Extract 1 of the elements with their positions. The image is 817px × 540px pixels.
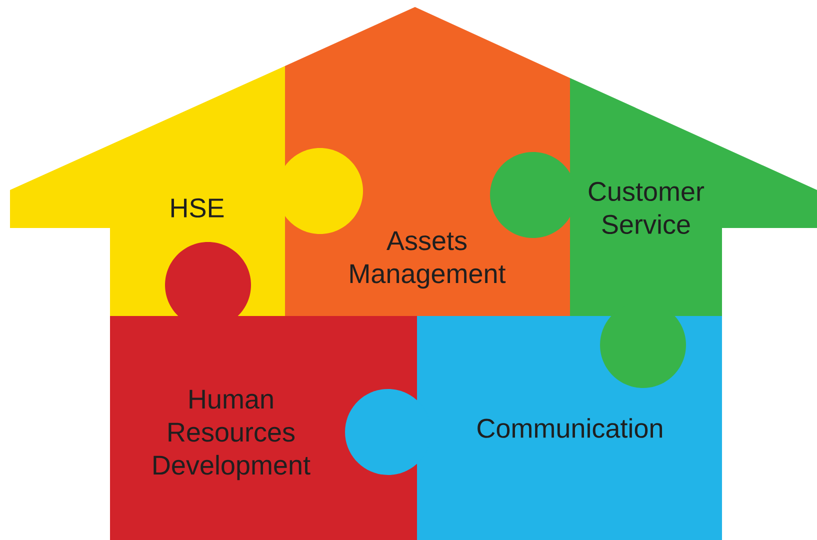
puzzle-piece: Communication [345, 316, 722, 540]
